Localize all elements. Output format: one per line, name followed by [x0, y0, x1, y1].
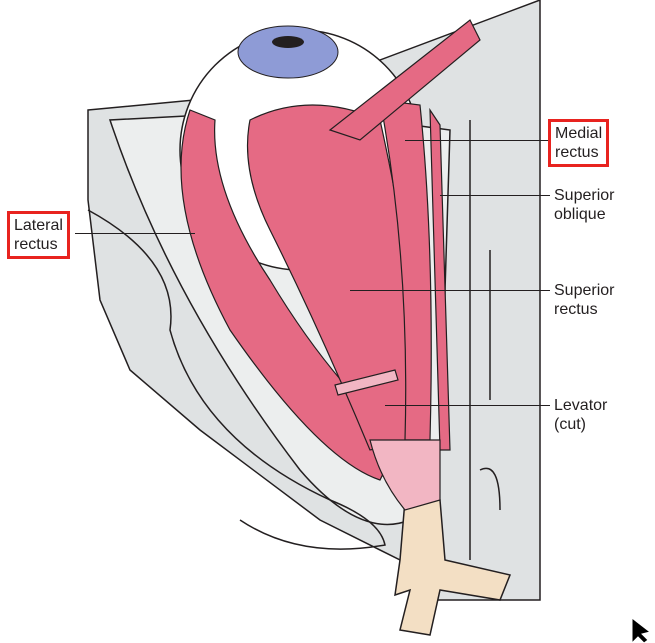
iris: [237, 25, 339, 79]
label-superior-rectus: Superior rectus: [554, 281, 614, 319]
label-superior-oblique: Superior oblique: [554, 186, 614, 224]
label-line: Medial: [555, 125, 603, 142]
label-line: (cut): [554, 416, 586, 433]
leader-line-levator: [385, 405, 550, 406]
label-line: Levator: [554, 397, 608, 414]
label-lateral-rectus: Lateral rectus: [7, 211, 70, 259]
muscle-cone: [369, 439, 441, 511]
mouse-cursor-icon: [631, 616, 652, 643]
superior-oblique-tendon: [429, 107, 451, 451]
label-medial-rectus: Medial rectus: [548, 119, 610, 167]
left-bone-ridge: [87, 209, 386, 550]
pupil: [272, 36, 304, 48]
label-line: rectus: [554, 301, 598, 318]
label-line: Superior: [554, 187, 615, 204]
label-levator: Levator (cut): [554, 396, 607, 434]
right-bone-ridge: [469, 120, 501, 560]
tendon: [394, 499, 512, 636]
leader-line-superior-oblique: [440, 195, 550, 196]
label-line: Superior: [554, 282, 615, 299]
label-line: rectus: [555, 144, 599, 161]
leader-line-lateral-rectus: [75, 233, 195, 234]
superior-oblique-muscle: [328, 19, 481, 141]
label-line: rectus: [14, 236, 58, 253]
label-line: Lateral: [14, 217, 63, 234]
leader-line-medial-rectus: [405, 140, 548, 141]
levator-cut: [334, 369, 399, 396]
label-line: oblique: [554, 206, 606, 223]
leader-line-superior-rectus: [350, 290, 550, 291]
